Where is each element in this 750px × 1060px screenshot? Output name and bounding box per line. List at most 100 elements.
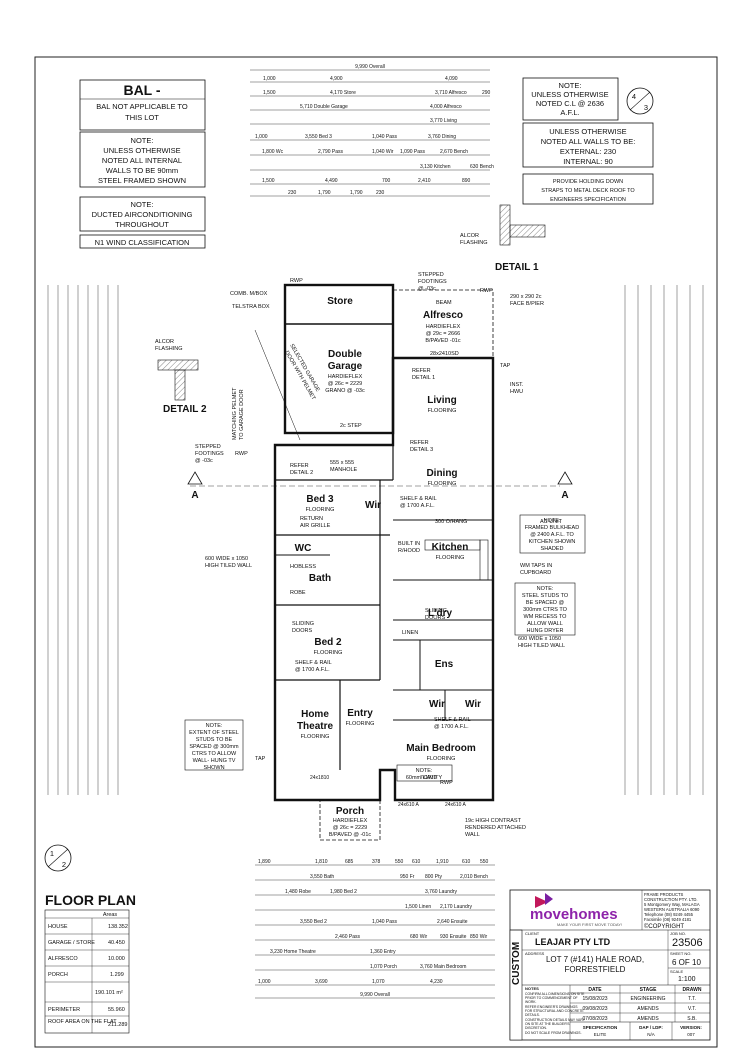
svg-text:DOORS: DOORS — [292, 628, 313, 634]
bottom-dimension-text: 1,890 1,810 685 378 550 610 1,910 610 55… — [258, 859, 489, 998]
svg-text:INST.: INST. — [510, 382, 524, 388]
svg-text:NOTE:: NOTE: — [131, 136, 154, 145]
room-wc: WC — [295, 543, 312, 554]
svg-text:40.450: 40.450 — [108, 940, 125, 946]
svg-text:HARDIEFLEX: HARDIEFLEX — [333, 818, 368, 824]
svg-text:ALCOR: ALCOR — [460, 233, 479, 239]
svg-text:3,760 Main Bedroom: 3,760 Main Bedroom — [420, 964, 466, 970]
svg-text:550: 550 — [395, 859, 404, 865]
svg-text:WALLS TO BE 90mm: WALLS TO BE 90mm — [106, 166, 178, 175]
svg-text:EXTERNAL: 230: EXTERNAL: 230 — [560, 147, 616, 156]
svg-text:1,040 Pass: 1,040 Pass — [372, 134, 398, 140]
svg-text:630 Bench: 630 Bench — [470, 164, 494, 170]
svg-text:CONSTRUCTION PTY. LTD.: CONSTRUCTION PTY. LTD. — [644, 897, 698, 902]
svg-text:STEEL FRAMED SHOWN: STEEL FRAMED SHOWN — [98, 176, 186, 185]
svg-text:Areas: Areas — [103, 912, 118, 918]
svg-text:SLIDING: SLIDING — [425, 608, 447, 614]
svg-text:S.B.: S.B. — [687, 1016, 696, 1022]
svg-text:2,640 Ensuite: 2,640 Ensuite — [437, 919, 468, 925]
svg-text:DUCTED AIRCONDITIONING: DUCTED AIRCONDITIONING — [92, 210, 193, 219]
svg-text:R/HOOD: R/HOOD — [398, 548, 420, 554]
svg-text:TAP: TAP — [255, 756, 266, 762]
detail-2: ALCOR FLASHING DETAIL 2 — [155, 339, 207, 415]
svg-text:2,170 Laundry: 2,170 Laundry — [440, 904, 472, 910]
svg-text:SCALE: SCALE — [670, 969, 683, 974]
svg-text:9,990 Overall: 9,990 Overall — [360, 992, 390, 998]
room-wir-main-right: Wir — [465, 699, 481, 710]
svg-text:ALLOW WALL: ALLOW WALL — [527, 621, 563, 627]
svg-text:AMENDS: AMENDS — [637, 1016, 659, 1022]
room-labels: Store Alfresco HARDIEFLEX @ 29c = 2666 B… — [295, 296, 481, 838]
svg-text:2,670 Bench: 2,670 Bench — [440, 149, 468, 155]
svg-text:4: 4 — [632, 92, 636, 101]
svg-text:FLOORING: FLOORING — [436, 555, 465, 561]
svg-text:RETURN: RETURN — [300, 516, 323, 522]
svg-text:4,900: 4,900 — [330, 76, 343, 82]
svg-text:A: A — [191, 490, 198, 501]
svg-text:NOTE:: NOTE: — [206, 723, 223, 729]
svg-text:10.000: 10.000 — [108, 956, 125, 962]
svg-text:1,810: 1,810 — [315, 859, 328, 865]
svg-text:300 O/HANG: 300 O/HANG — [435, 519, 467, 525]
svg-text:@ 29c = 2666: @ 29c = 2666 — [426, 331, 460, 337]
svg-text:610: 610 — [462, 859, 471, 865]
svg-text:RWP: RWP — [480, 288, 493, 294]
svg-text:WM TAPS IN: WM TAPS IN — [520, 563, 552, 569]
svg-text:24x1810: 24x1810 — [310, 775, 329, 781]
svg-text:HOUSE: HOUSE — [48, 924, 68, 930]
room-ensuite: Ens — [435, 659, 454, 670]
svg-text:NOTED ALL INTERNAL: NOTED ALL INTERNAL — [102, 156, 182, 165]
svg-text:TO GARAGE DOOR: TO GARAGE DOOR — [239, 389, 245, 440]
svg-text:FLOORING: FLOORING — [314, 650, 343, 656]
svg-text:4,490: 4,490 — [325, 178, 338, 184]
svg-text:4,090: 4,090 — [445, 76, 458, 82]
svg-text:ELITE: ELITE — [594, 1032, 607, 1037]
svg-text:BUILT IN: BUILT IN — [398, 541, 420, 547]
svg-text:JOB NO.: JOB NO. — [670, 931, 686, 936]
svg-text:DATE: DATE — [588, 987, 602, 993]
svg-text:HARDIEFLEX: HARDIEFLEX — [328, 374, 363, 380]
svg-text:REFER: REFER — [410, 440, 429, 446]
bal-title: BAL - — [123, 82, 160, 98]
svg-text:Garage: Garage — [328, 361, 363, 372]
svg-text:FLASHING: FLASHING — [155, 346, 183, 352]
svg-text:N/A: N/A — [647, 1032, 655, 1037]
svg-text:UNLESS OTHERWISE: UNLESS OTHERWISE — [549, 127, 626, 136]
svg-text:3,230 Home Theatre: 3,230 Home Theatre — [270, 949, 316, 955]
svg-text:3,760 Dining: 3,760 Dining — [428, 134, 456, 140]
svg-text:FLOORING: FLOORING — [428, 481, 457, 487]
svg-text:FLOORING: FLOORING — [428, 408, 457, 414]
svg-text:1,360 Entry: 1,360 Entry — [370, 949, 396, 955]
svg-text:STEPPED: STEPPED — [418, 272, 444, 278]
svg-text:@ 26c = 2229: @ 26c = 2229 — [328, 381, 362, 387]
svg-text:3,130 Kitchen: 3,130 Kitchen — [420, 164, 451, 170]
svg-text:ADDRESS: ADDRESS — [525, 951, 545, 956]
title-block: CUSTOM movehomes MAKE YOUR FIRST MOVE TO… — [509, 889, 711, 1041]
svg-text:700: 700 — [382, 178, 391, 184]
svg-text:007: 007 — [687, 1032, 695, 1037]
svg-text:3,550 Bed 2: 3,550 Bed 2 — [300, 919, 327, 925]
svg-text:NOTE:: NOTE: — [559, 81, 582, 90]
svg-text:680 Wir: 680 Wir — [410, 934, 428, 940]
svg-text:211.289: 211.289 — [108, 1022, 127, 1028]
svg-text:ALCOR: ALCOR — [155, 339, 174, 345]
svg-text:1,890: 1,890 — [258, 859, 271, 865]
detail-1: ALCOR FLASHING DETAIL 1 — [460, 204, 546, 273]
svg-text:1,790: 1,790 — [318, 190, 331, 196]
svg-text:NOTE:: NOTE: — [537, 586, 554, 592]
detail-2-label: DETAIL 2 — [163, 404, 207, 415]
svg-text:RWP: RWP — [235, 451, 248, 457]
svg-text:SHELF & RAIL: SHELF & RAIL — [434, 717, 471, 723]
svg-text:B/PAVED -01c: B/PAVED -01c — [425, 338, 461, 344]
note-cavity: NOTE: 60mm CAVITY — [396, 764, 453, 782]
svg-text:DETAIL 1: DETAIL 1 — [412, 375, 435, 381]
svg-text:950 Fr: 950 Fr — [400, 874, 415, 880]
sheet-border — [34, 56, 718, 1048]
svg-text:1,000: 1,000 — [258, 979, 271, 985]
svg-text:COMB. M/BOX: COMB. M/BOX — [230, 291, 268, 297]
room-main-bedroom: Main Bedroom — [406, 743, 476, 754]
svg-text:300mm CTRS TO: 300mm CTRS TO — [523, 607, 568, 613]
svg-text:B/PAVED @ -01c: B/PAVED @ -01c — [329, 832, 372, 838]
svg-text:850 Wir: 850 Wir — [470, 934, 488, 940]
brand-logo: movehomes MAKE YOUR FIRST MOVE TODAY! — [530, 893, 622, 927]
